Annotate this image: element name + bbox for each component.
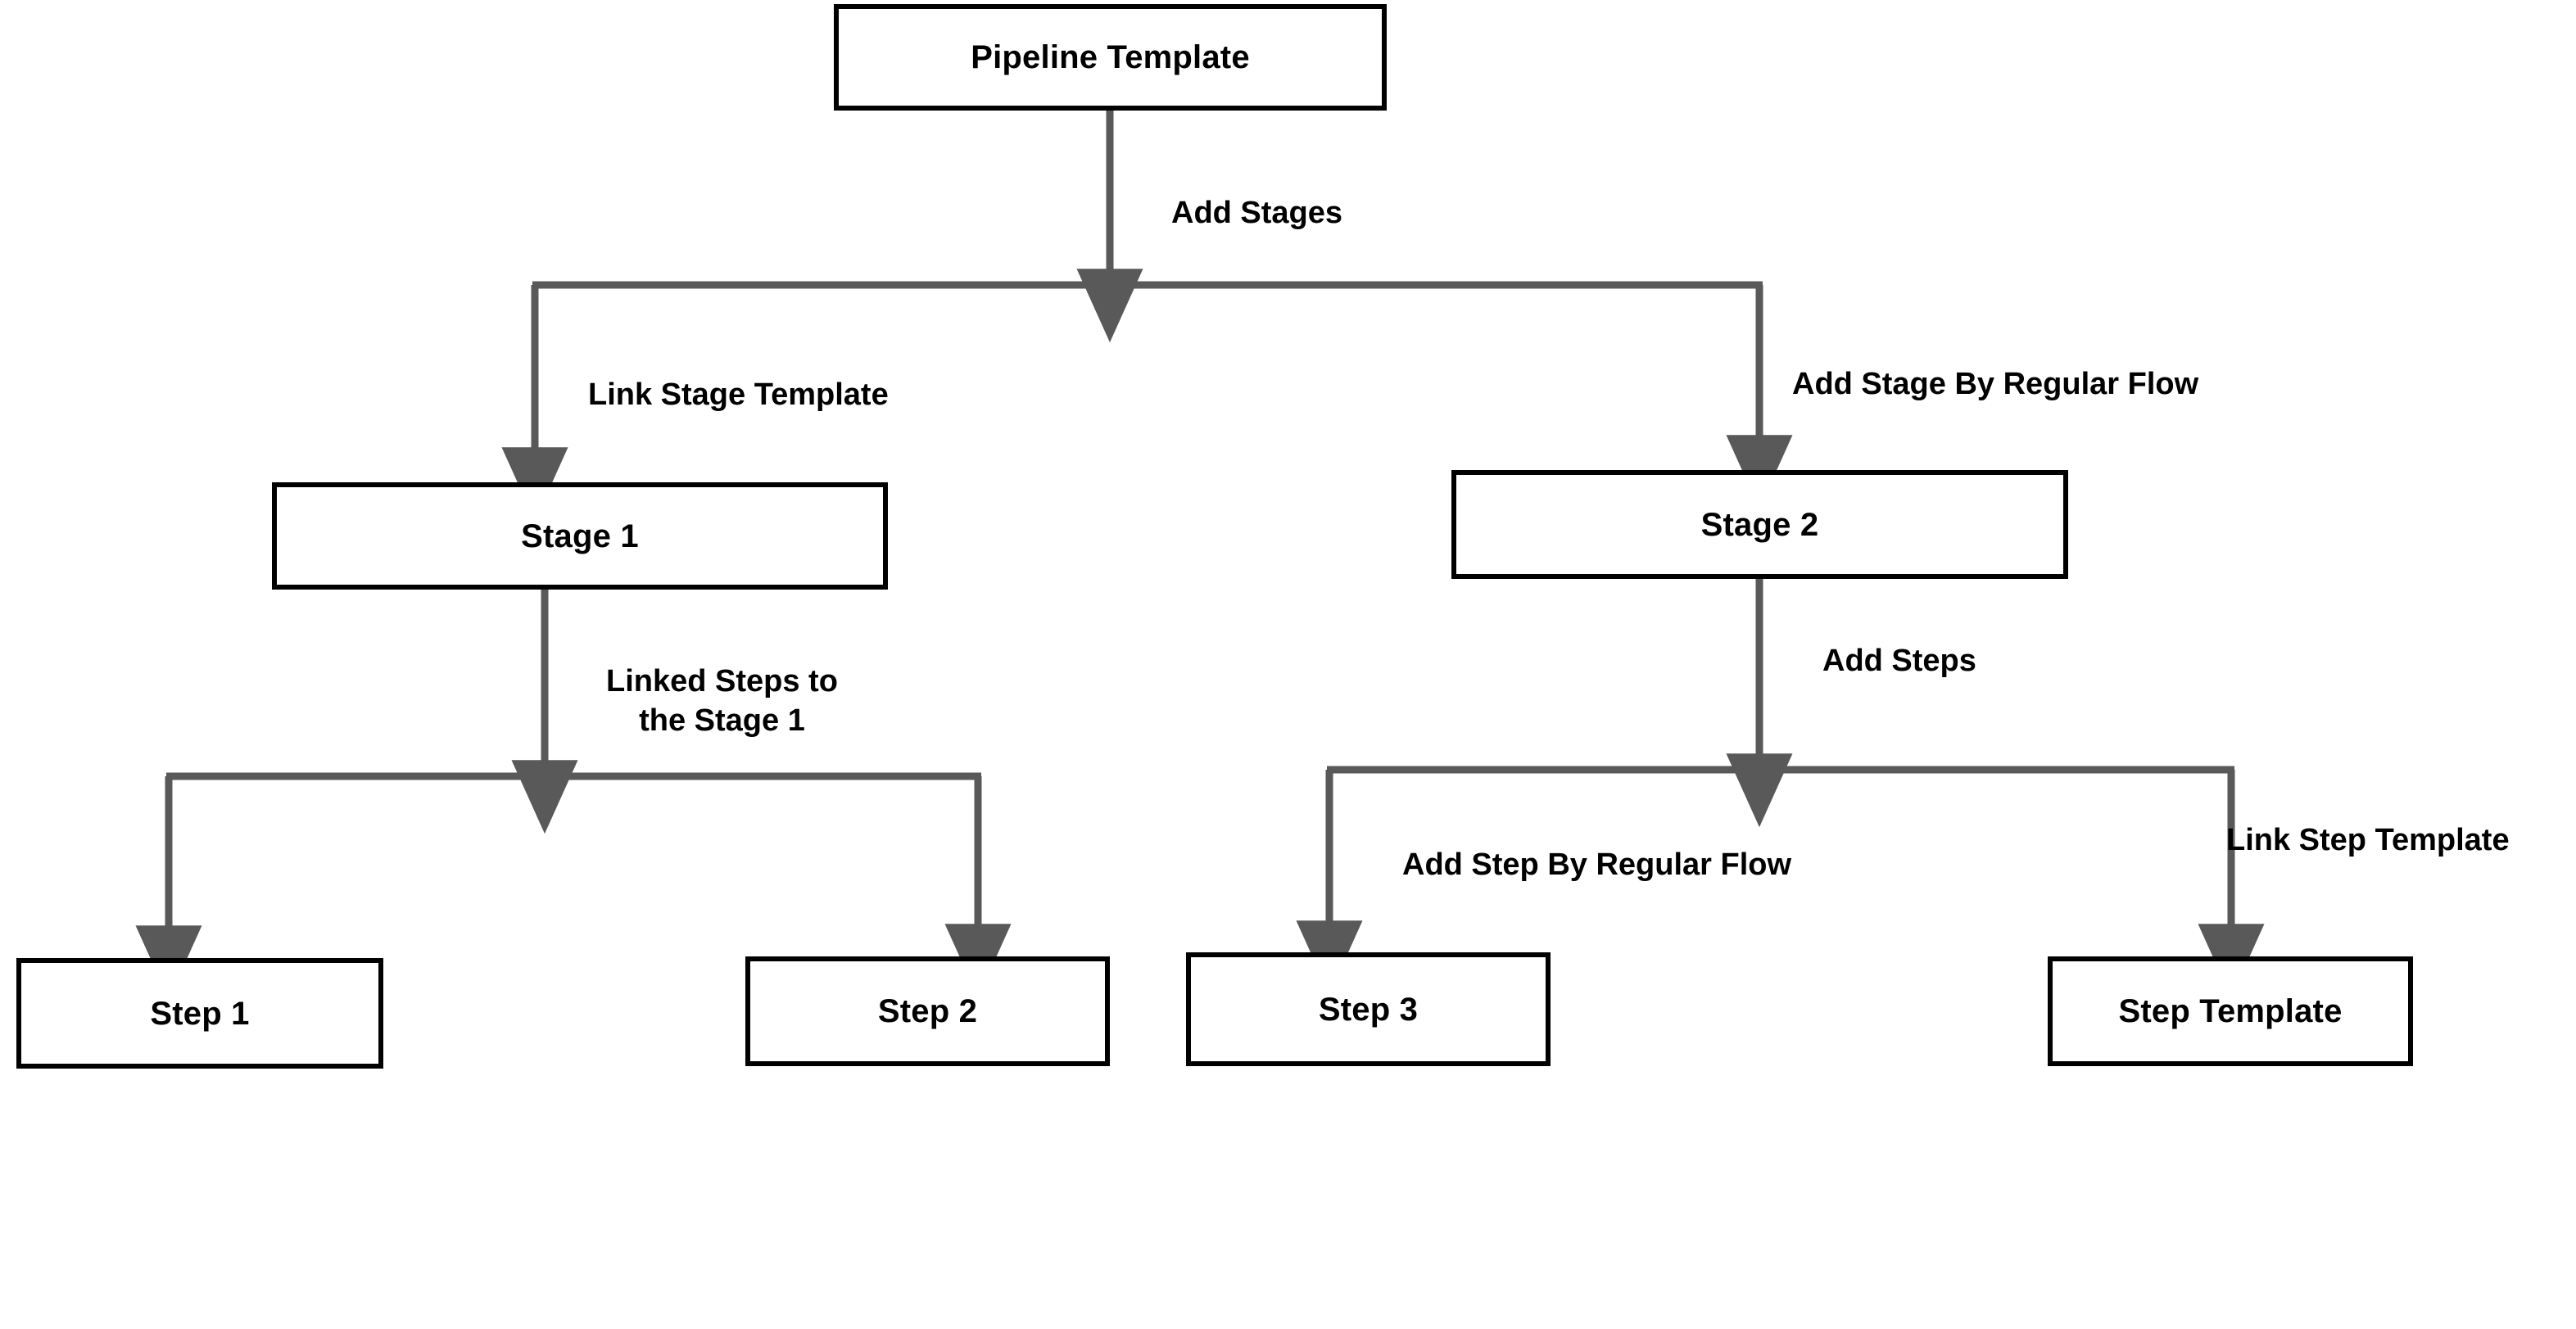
- node-step-3[interactable]: Step 3: [1186, 952, 1551, 1066]
- node-label-stage-1: Stage 1: [521, 518, 639, 554]
- edge-label-link-stage-template: Link Stage Template: [588, 377, 889, 412]
- node-label-step-2: Step 2: [877, 993, 978, 1029]
- node-stage-1[interactable]: Stage 1: [272, 482, 888, 590]
- node-label-step-1: Step 1: [150, 995, 250, 1032]
- node-label-stage-2: Stage 2: [1700, 506, 1819, 543]
- node-step-2[interactable]: Step 2: [745, 956, 1110, 1066]
- edge-label-link-step-template: Link Step Template: [2226, 823, 2510, 857]
- edge-label-add-step-by-regular-flow: Add Step By Regular Flow: [1402, 848, 1792, 882]
- edge-label-add-stages: Add Stages: [1171, 196, 1343, 230]
- node-label-step-template: Step Template: [2118, 993, 2343, 1029]
- edge-label-linked-steps-to-the-stage-1: Linked Steps to the Stage 1: [606, 664, 838, 738]
- node-pipeline-template[interactable]: Pipeline Template: [834, 4, 1387, 111]
- edge-label-add-steps: Add Steps: [1822, 644, 1976, 678]
- edge-label-add-stage-by-regular-flow: Add Stage By Regular Flow: [1792, 367, 2199, 401]
- node-step-template[interactable]: Step Template: [2048, 956, 2413, 1066]
- node-stage-2[interactable]: Stage 2: [1451, 470, 2068, 579]
- node-step-1[interactable]: Step 1: [16, 958, 383, 1069]
- node-label-step-3: Step 3: [1318, 991, 1419, 1028]
- node-label-pipeline-template: Pipeline Template: [971, 39, 1250, 75]
